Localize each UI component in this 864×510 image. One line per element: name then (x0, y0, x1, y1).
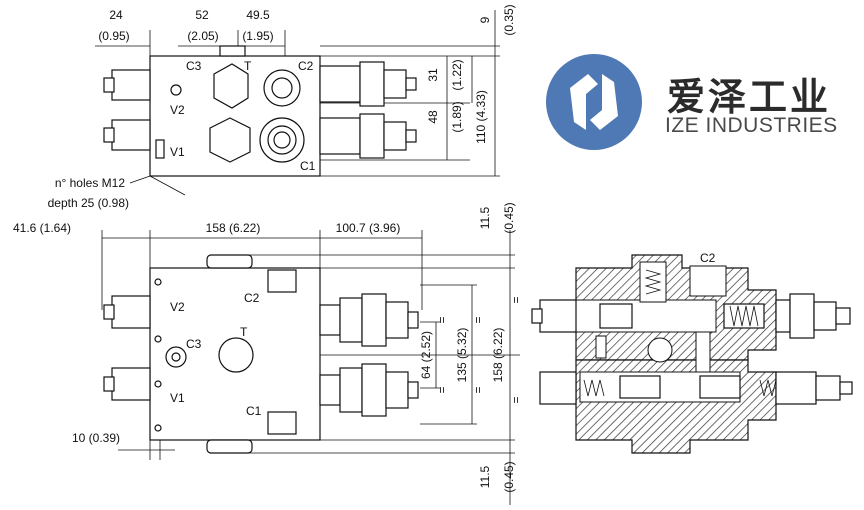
top-view: 24 (0.95) 52 (2.05) 49.5 (1.95) 9 (0.35)… (48, 4, 516, 210)
label-t-top: T (244, 59, 252, 73)
eq-mark-2: = (435, 386, 449, 393)
label-c2-section: C2 (700, 251, 716, 265)
dim-49-5: 49.5 (246, 8, 270, 22)
label-v2-front: V2 (170, 300, 185, 314)
dim-31-in: (1.22) (450, 59, 464, 90)
front-view: 41.6 (1.64) 158 (6.22) 100.7 (3.96) 11.5… (13, 202, 523, 505)
eq-mark-1: = (435, 316, 449, 323)
eq-mark-4: = (471, 386, 485, 393)
dim-9: 9 (478, 16, 492, 23)
dim-11-5-top: 11.5 (478, 206, 492, 229)
label-c3-top: C3 (186, 59, 202, 73)
port-t-top (213, 63, 249, 109)
fitting-v1-top (111, 119, 151, 151)
label-c3-front: C3 (186, 337, 202, 351)
label-v2-top: V2 (170, 103, 185, 117)
dim-41-6: 41.6 (1.64) (13, 221, 71, 235)
dim-11-5-top-in: (0.45) (502, 202, 516, 233)
dim-24: 24 (109, 8, 123, 22)
dim-11-5-bot: 11.5 (478, 465, 492, 488)
section-cartridge-left-lower (539, 371, 577, 405)
fitting-v2-front (111, 295, 151, 329)
section-fitting-left-upper (539, 299, 577, 333)
fitting-v1-front (111, 367, 151, 401)
note-holes: n° holes M12 (55, 176, 125, 190)
brand-chinese-name: 爱泽工业 (667, 75, 832, 119)
dim-11-5-bot-in: (0.45) (502, 461, 516, 492)
cartridge-top-upper (319, 65, 361, 103)
eq-mark-6: = (509, 396, 523, 403)
ize-logo-icon (546, 54, 642, 150)
dim-52-in: (2.05) (187, 29, 218, 43)
dim-48-in: (1.89) (450, 101, 464, 132)
cartridge-top-lower (319, 117, 361, 155)
eq-mark-3: = (471, 316, 485, 323)
section-cartridge-right-lower (775, 371, 817, 405)
dim-31: 31 (426, 68, 440, 82)
brand-english-name: IZE INDUSTRIES (665, 114, 838, 137)
port-v-top (209, 117, 251, 163)
port-t-front (218, 337, 254, 373)
dim-158-h: 158 (6.22) (206, 221, 261, 235)
label-c2-top: C2 (298, 59, 314, 73)
fitting-v2-top (111, 69, 151, 101)
section-view: C2 (531, 251, 853, 454)
cartridge-front-upper (339, 297, 363, 343)
brand-logo: 爱泽工业 IZE INDUSTRIES (540, 48, 860, 158)
label-v1-top: V1 (170, 145, 185, 159)
dim-52: 52 (195, 8, 209, 22)
label-t-front: T (240, 325, 248, 339)
cartridge-front-lower (339, 367, 363, 413)
label-c2-front: C2 (244, 291, 260, 305)
dim-10: 10 (0.39) (72, 431, 120, 445)
dim-100-7: 100.7 (3.96) (336, 221, 401, 235)
dim-48: 48 (426, 110, 440, 124)
eq-mark-5: = (509, 296, 523, 303)
label-c1-top: C1 (300, 159, 316, 173)
dim-110: 110 (4.33) (474, 90, 488, 144)
dim-24-in: (0.95) (98, 29, 129, 43)
section-cartridge-right-upper (775, 299, 791, 333)
label-v1-front: V1 (170, 391, 185, 405)
note-depth: depth 25 (0.98) (48, 196, 129, 210)
dim-9-in: (0.35) (502, 4, 516, 35)
dim-49-5-in: (1.95) (242, 29, 273, 43)
label-c1-front: C1 (246, 404, 262, 418)
